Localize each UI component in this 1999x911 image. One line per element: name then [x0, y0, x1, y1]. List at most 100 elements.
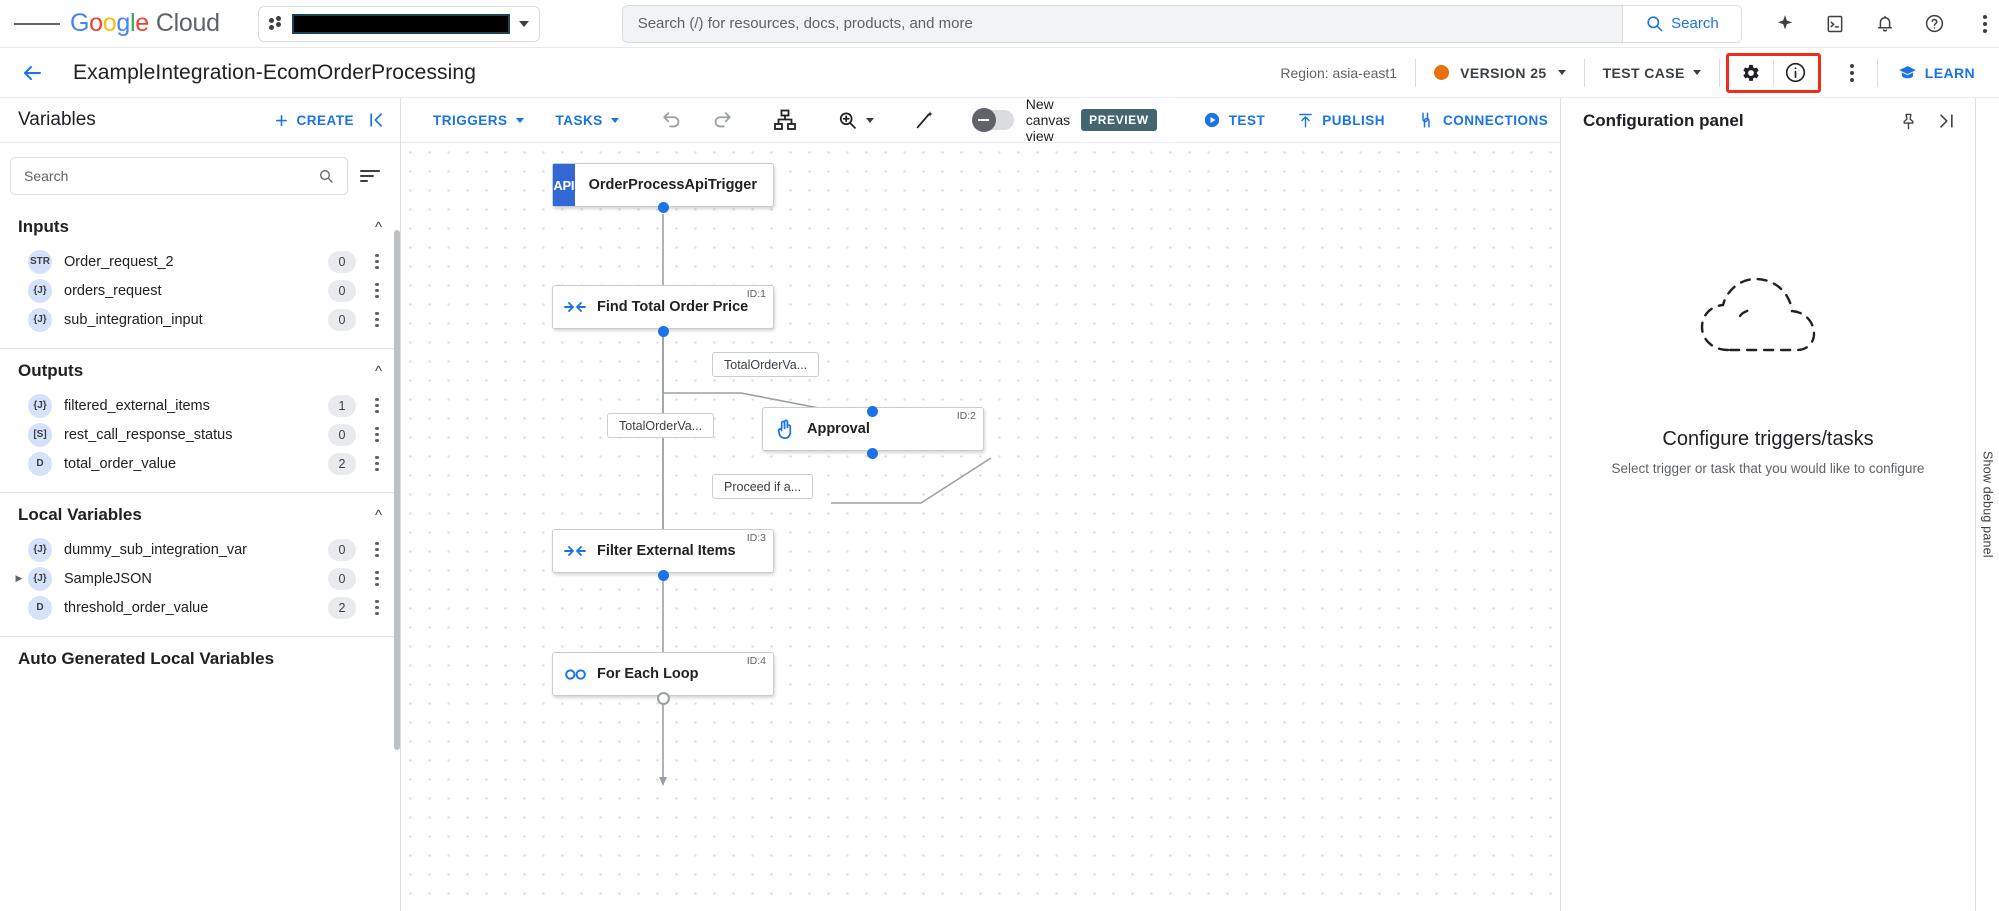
learn-button[interactable]: LEARN	[1878, 63, 1989, 82]
row-more-options-icon[interactable]	[366, 253, 388, 270]
flow-node-for-each-loop[interactable]: For Each Loop ID:4	[552, 652, 774, 696]
row-more-options-icon[interactable]	[366, 282, 388, 299]
row-more-options-icon[interactable]	[366, 541, 388, 558]
divider	[0, 636, 400, 637]
collapse-variables-panel-button[interactable]	[354, 110, 400, 130]
row-expander-icon[interactable]: ▶	[15, 573, 23, 583]
debug-panel-rail[interactable]: Show debug panel	[1975, 98, 1999, 911]
more-options-icon[interactable]	[1968, 7, 1999, 41]
variable-row[interactable]: {J} dummy_sub_integration_var 0	[0, 535, 400, 564]
variables-scrollbar[interactable]	[394, 230, 400, 750]
variable-row[interactable]: D total_order_value 2	[0, 449, 400, 478]
section-header-auto-generated[interactable]: Auto Generated Local Variables	[0, 637, 400, 679]
redo-button[interactable]	[697, 98, 747, 143]
node-connector-dot[interactable]	[658, 202, 669, 213]
row-more-options-icon[interactable]	[366, 311, 388, 328]
variable-row[interactable]: STR Order_request_2 0	[0, 247, 400, 276]
node-connector-dot[interactable]	[658, 326, 669, 337]
project-selector[interactable]	[257, 5, 540, 42]
flow-node-task-1[interactable]: Find Total Order Price ID:1	[552, 285, 774, 329]
pin-button[interactable]	[1889, 102, 1927, 140]
variable-count: 0	[328, 308, 356, 331]
variable-row[interactable]: {J} sub_integration_input 0	[0, 305, 400, 334]
flow-node-task-3[interactable]: Filter External Items ID:3	[552, 529, 774, 573]
node-connector-dot[interactable]	[867, 406, 878, 417]
edge-label[interactable]: Proceed if a...	[712, 474, 814, 499]
hamburger-menu-icon[interactable]	[14, 1, 60, 47]
zoom-menu-button[interactable]	[823, 98, 888, 143]
flow-node-trigger[interactable]: API OrderProcessApiTrigger	[552, 163, 774, 207]
more-options-icon[interactable]	[1835, 56, 1869, 90]
node-connector-dot[interactable]	[867, 448, 878, 459]
variable-row[interactable]: D threshold_order_value 2	[0, 593, 400, 622]
section-header-inputs[interactable]: Inputs ^	[0, 205, 400, 247]
publish-button[interactable]: PUBLISH	[1281, 98, 1401, 143]
node-connector-dot[interactable]	[657, 692, 670, 705]
plus-icon	[276, 114, 288, 126]
section-title-auto-generated: Auto Generated Local Variables	[18, 649, 275, 668]
settings-button[interactable]	[1729, 62, 1773, 84]
info-button[interactable]	[1774, 61, 1818, 84]
create-variable-button[interactable]: CREATE	[274, 113, 354, 128]
version-selector[interactable]: VERSION 25	[1416, 65, 1583, 81]
publish-label: PUBLISH	[1322, 112, 1385, 128]
show-debug-panel-label[interactable]: Show debug panel	[1980, 451, 1995, 558]
canvas-toolbar: TRIGGERS TASKS	[401, 96, 1674, 144]
variable-row[interactable]: [S] rest_call_response_status 0	[0, 420, 400, 449]
google-cloud-logo[interactable]: Google Cloud	[70, 9, 220, 38]
triggers-menu-button[interactable]: TRIGGERS	[417, 98, 540, 143]
row-more-options-icon[interactable]	[366, 570, 388, 587]
highlighted-actions-group	[1725, 52, 1821, 93]
collapse-config-panel-button[interactable]	[1927, 102, 1965, 140]
arrow-left-icon	[24, 65, 41, 80]
node-connector-dot[interactable]	[658, 570, 669, 581]
variable-row[interactable]: {J} filtered_external_items 1	[0, 391, 400, 420]
configuration-panel-header: Configuration panel	[1561, 98, 1975, 144]
row-more-options-icon[interactable]	[366, 599, 388, 616]
global-search[interactable]: Search (/) for resources, docs, products…	[621, 4, 1742, 43]
test-button[interactable]: TEST	[1187, 98, 1282, 143]
tasks-menu-button[interactable]: TASKS	[540, 98, 635, 143]
search-input[interactable]: Search (/) for resources, docs, products…	[622, 5, 1623, 42]
row-more-options-icon[interactable]	[366, 455, 388, 472]
global-top-bar: Google Cloud Search (/) for resources, d…	[0, 0, 1999, 48]
section-header-local-variables[interactable]: Local Variables ^	[0, 493, 400, 535]
integration-flow-canvas[interactable]: API OrderProcessApiTrigger Find Total Or…	[401, 143, 1560, 911]
new-canvas-view-toggle[interactable]	[971, 108, 1014, 132]
undo-button[interactable]	[647, 98, 697, 143]
edge-label[interactable]: TotalOrderVa...	[607, 413, 715, 438]
back-button[interactable]	[12, 53, 52, 93]
variable-row[interactable]: ▶ {J} SampleJSON 0	[0, 564, 400, 593]
variable-name: dummy_sub_integration_var	[64, 541, 247, 558]
variables-search-input[interactable]: Search	[10, 157, 348, 195]
chevron-up-icon[interactable]: ^	[374, 362, 382, 380]
sort-variables-icon[interactable]	[360, 170, 388, 182]
gemini-spark-icon[interactable]	[1768, 7, 1802, 41]
help-icon[interactable]	[1918, 7, 1952, 41]
cloud-shell-icon[interactable]	[1818, 7, 1852, 41]
connections-button[interactable]: CONNECTIONS	[1401, 98, 1564, 143]
variable-type-badge: STR	[28, 249, 52, 274]
row-more-options-icon[interactable]	[366, 426, 388, 443]
variable-count: 2	[328, 596, 356, 619]
variable-type-badge: {J}	[28, 278, 52, 303]
zoom-icon	[839, 111, 856, 129]
auto-layout-button[interactable]	[759, 98, 811, 143]
chevron-up-icon[interactable]: ^	[374, 218, 382, 236]
variable-row[interactable]: {J} orders_request 0	[0, 276, 400, 305]
magic-wand-button[interactable]	[900, 98, 950, 143]
gear-icon	[1743, 64, 1759, 81]
chevron-up-icon[interactable]: ^	[374, 506, 382, 524]
notifications-bell-icon[interactable]	[1868, 7, 1902, 41]
row-more-options-icon[interactable]	[366, 397, 388, 414]
test-case-selector[interactable]: TEST CASE	[1585, 65, 1719, 81]
edge-label[interactable]: TotalOrderVa...	[712, 352, 820, 377]
collapse-right-icon	[1940, 114, 1953, 128]
variable-count: 1	[328, 394, 356, 417]
sub-header-actions: Region: asia-east1 VERSION 25 TEST CASE	[1280, 52, 1989, 93]
search-button[interactable]: Search	[1622, 5, 1741, 42]
variable-type-badge: D	[28, 451, 52, 476]
search-icon	[1647, 16, 1663, 32]
variables-panel-header: Variables CREATE	[0, 98, 400, 143]
section-header-outputs[interactable]: Outputs ^	[0, 349, 400, 391]
